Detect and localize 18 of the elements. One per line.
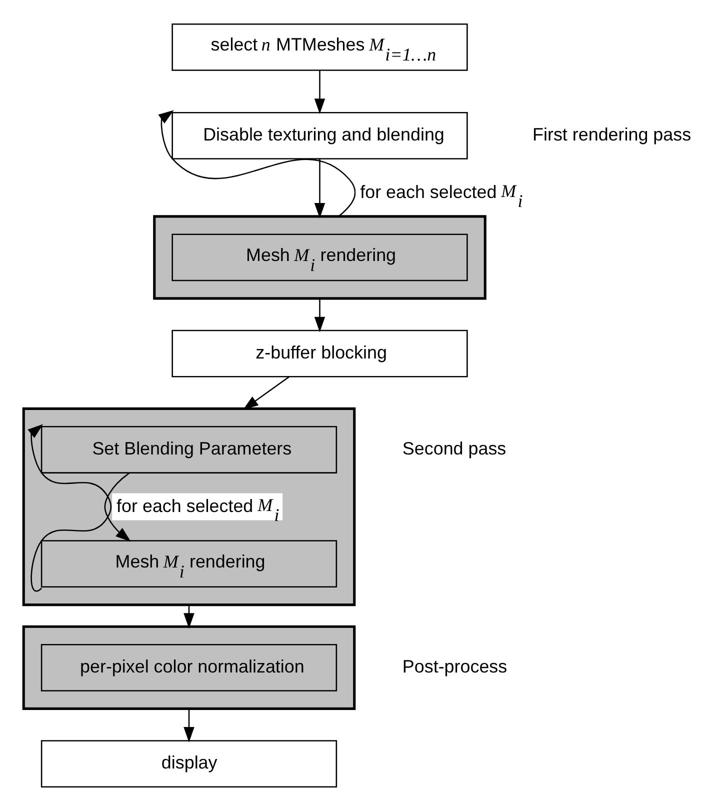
label: Post-process <box>402 656 508 676</box>
node-box: display <box>40 740 338 788</box>
arrow <box>242 376 290 410</box>
arrow <box>314 70 326 114</box>
node-box: Disable texturing and blending <box>172 112 468 160</box>
node-box: Set Blending Parameters <box>40 426 338 474</box>
arrow <box>314 158 326 218</box>
node-box: z-buffer blocking <box>172 330 468 378</box>
label: First rendering pass <box>532 124 692 144</box>
arrow <box>104 472 131 542</box>
arrow <box>158 110 356 217</box>
cluster <box>22 407 356 606</box>
cluster <box>153 215 486 300</box>
node-box: per-pixel color normalization <box>40 644 338 692</box>
label: Second pass <box>402 438 506 458</box>
cluster <box>22 625 356 710</box>
arrow <box>184 708 194 742</box>
arrow <box>314 298 326 332</box>
